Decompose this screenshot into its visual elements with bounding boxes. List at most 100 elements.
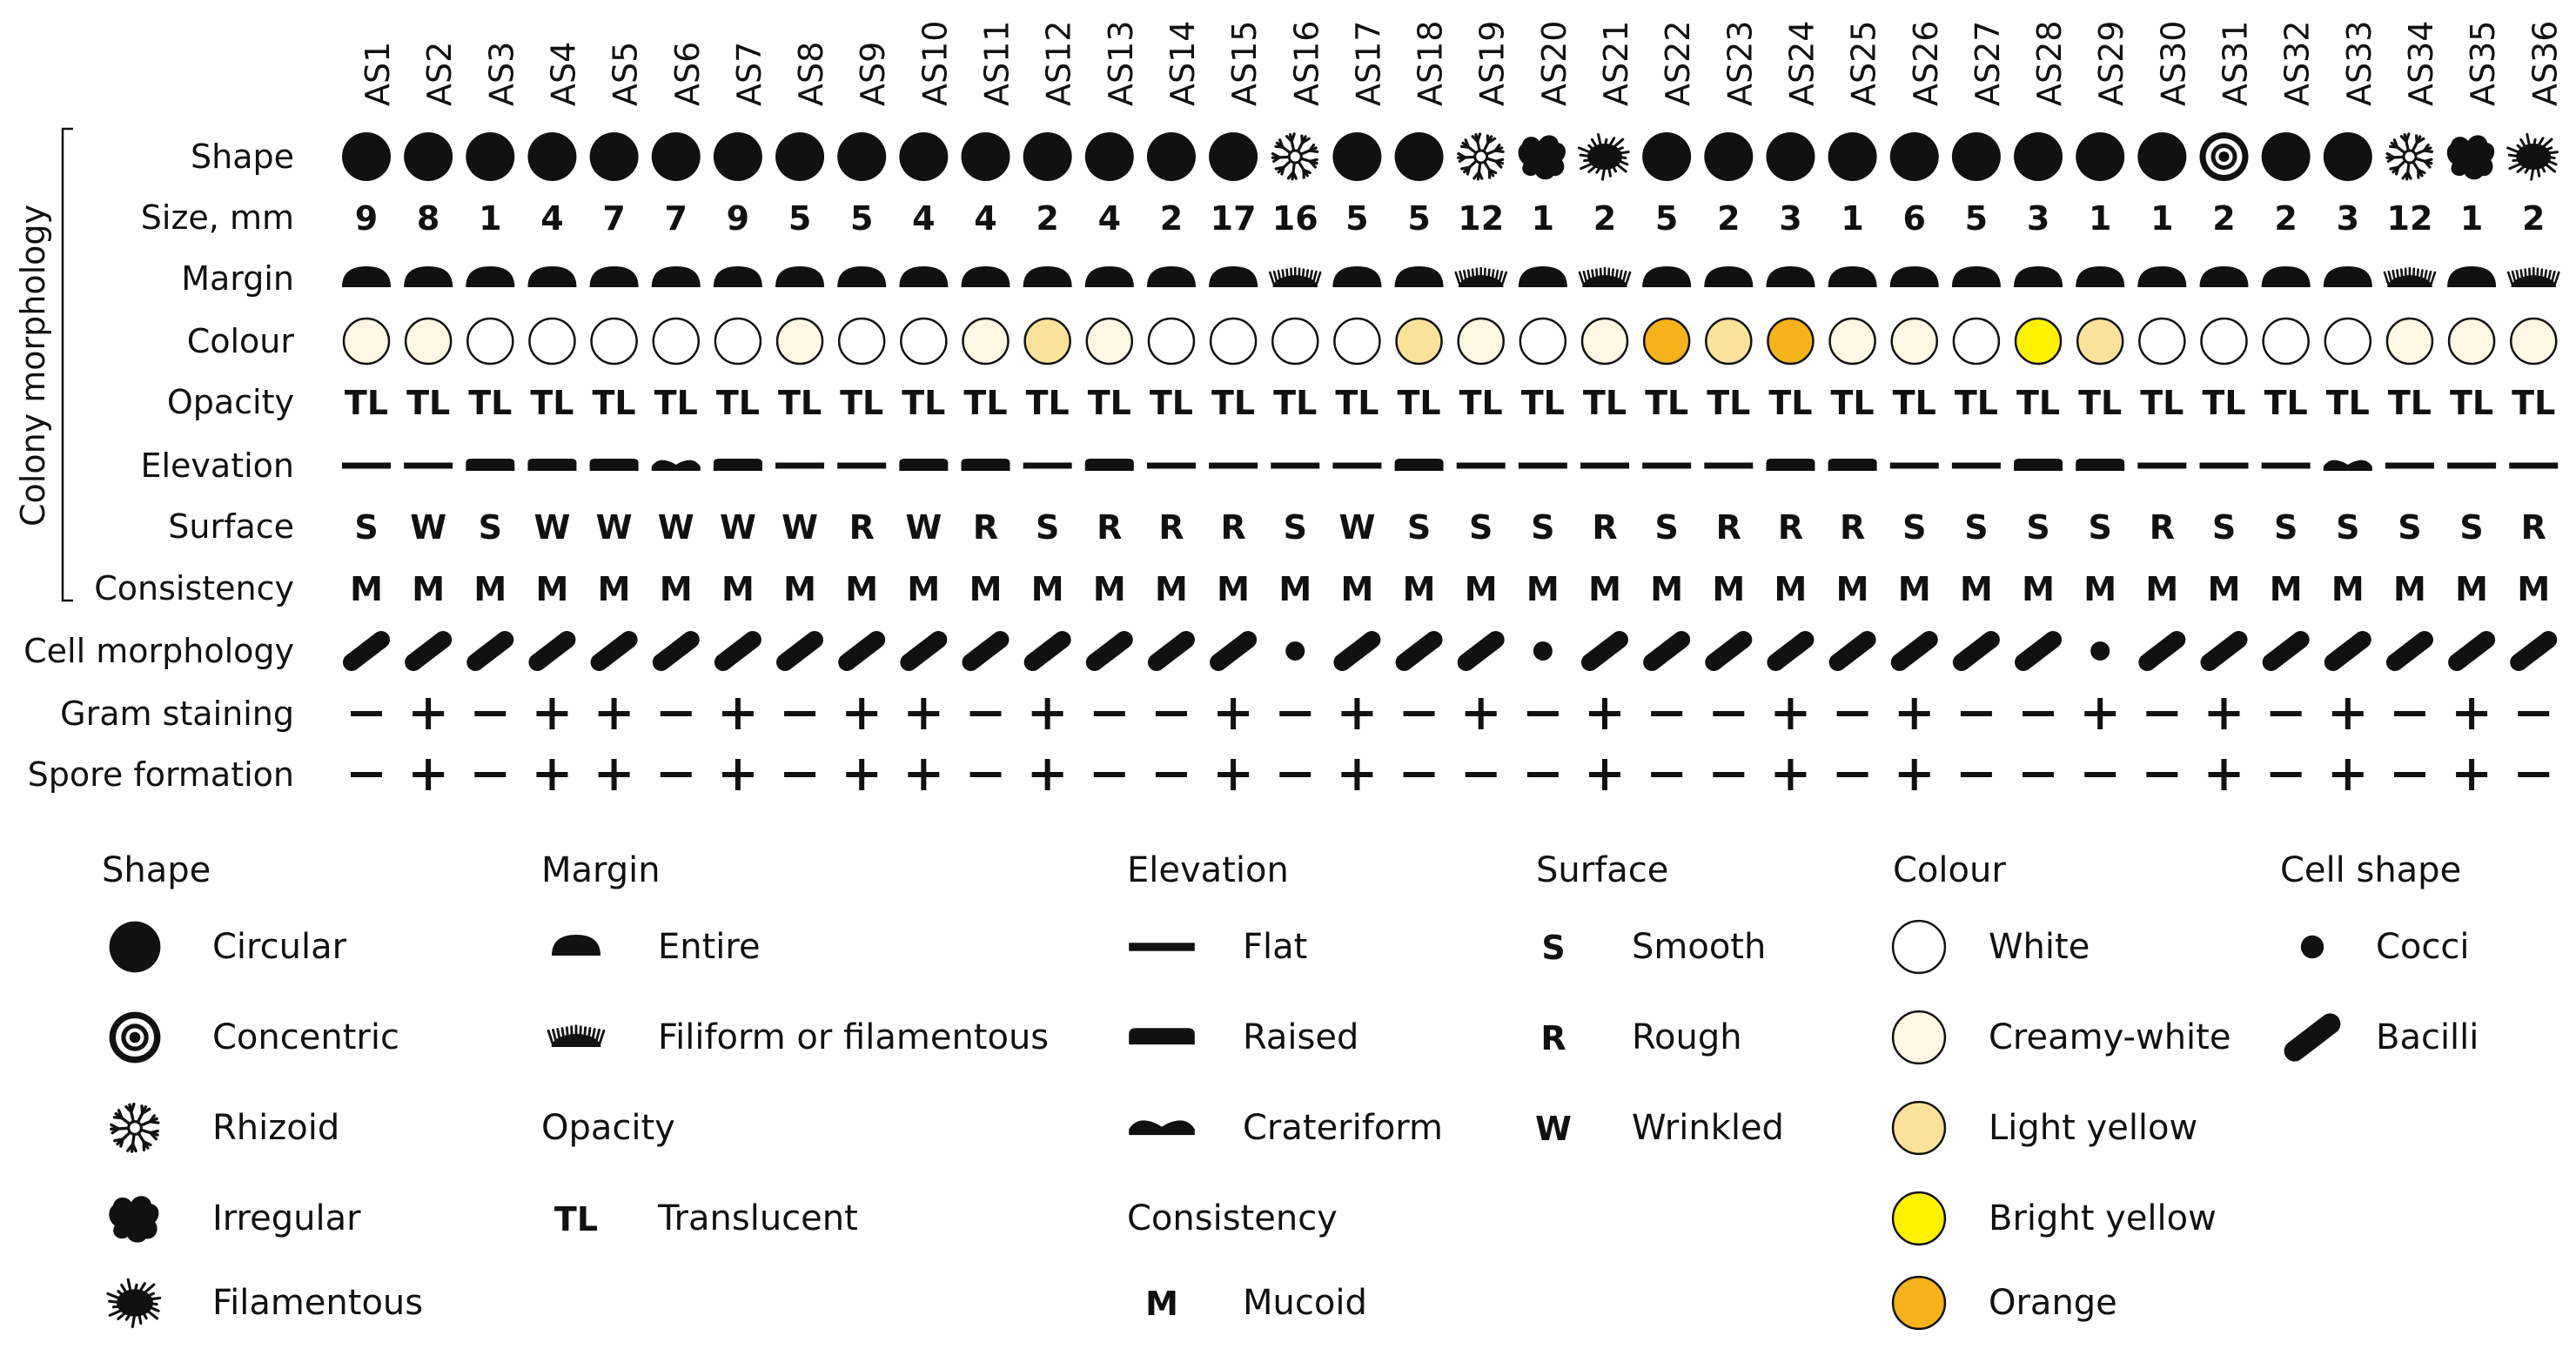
legend-title-elevation: Elevation (1127, 850, 1289, 890)
size-cell-11: 4 (974, 199, 996, 238)
legend-item-cell-bacilli: Bacilli (2284, 1013, 2479, 1062)
row-label-shape: Shape (191, 138, 294, 176)
elevation-mark-28 (2014, 459, 2063, 471)
strain-header-as25: AS25 (1845, 21, 1883, 106)
shape-mark-9 (837, 132, 887, 181)
strain-header-as2: AS2 (420, 42, 459, 106)
gram-mark-14 (1155, 711, 1187, 716)
shape-mark-21 (1577, 132, 1630, 181)
legend-symbol-surface-W: W (1535, 1110, 1572, 1148)
cell-mark-7 (714, 631, 761, 671)
surface-cell-18: S (1407, 508, 1431, 547)
size-cell-1: 9 (355, 199, 378, 238)
surface-cell-14: R (1158, 508, 1184, 547)
surface-cell-28: S (2026, 508, 2049, 547)
shape-mark-15 (1209, 132, 1258, 181)
spore-mark-22 (1651, 772, 1683, 777)
surface-cell-36: R (2521, 508, 2546, 547)
legend-icon-creamy-white-icon (1891, 1010, 1947, 1065)
gram-mark-8 (784, 711, 816, 716)
gram-mark-18 (1403, 711, 1435, 716)
elevation-mark-24 (1766, 459, 1815, 471)
cell-mark-19 (1457, 631, 1505, 671)
legend-title-consistency: Consistency (1127, 1198, 1338, 1238)
colour-mark-27 (1952, 317, 2001, 366)
cell-mark-16 (1285, 641, 1305, 661)
surface-cell-35: S (2459, 508, 2483, 547)
elevation-mark-25 (1828, 459, 1877, 471)
gram-mark-28 (2023, 711, 2055, 716)
surface-cell-1: S (354, 508, 378, 547)
margin-mark-8 (775, 266, 825, 287)
margin-mark-9 (837, 266, 887, 287)
gram-mark-29 (2084, 698, 2116, 729)
colour-mark-26 (1890, 317, 1938, 366)
margin-mark-26 (1889, 266, 1939, 287)
gram-mark-1 (351, 711, 382, 716)
opacity-cell-32: TL (2264, 384, 2308, 422)
legend-symbol-surface-R: R (1540, 1019, 1566, 1057)
row-label-gram: Gram staining (60, 695, 294, 733)
legend-title-cell: Cell shape (2280, 850, 2461, 890)
row-cell (343, 631, 2558, 671)
margin-mark-1 (342, 266, 391, 287)
consistency-cell-31: M (2208, 570, 2241, 608)
legend-label-cell-bacilli: Bacilli (2376, 1017, 2479, 1057)
legend-label-surface-W: Wrinkled (1632, 1108, 1784, 1148)
spore-mark-23 (1713, 772, 1745, 777)
elevation-mark-6 (651, 460, 701, 471)
spore-mark-1 (351, 772, 382, 777)
shape-mark-19 (1457, 132, 1505, 181)
shape-mark-10 (899, 132, 949, 181)
gram-mark-32 (2270, 711, 2302, 716)
margin-mark-7 (713, 266, 762, 287)
legend-item-colour-light-yellow: Light yellow (1891, 1100, 2197, 1156)
opacity-cell-20: TL (1521, 384, 1565, 422)
gram-mark-20 (1526, 711, 1559, 716)
opacity-cell-5: TL (593, 384, 636, 422)
size-cell-9: 5 (850, 199, 873, 238)
colour-mark-21 (1580, 317, 1629, 366)
row-label-consistency: Consistency (94, 569, 294, 607)
spore-mark-14 (1155, 772, 1187, 777)
cell-mark-10 (900, 631, 948, 671)
surface-cell-6: W (658, 508, 694, 547)
elevation-mark-12 (1023, 462, 1072, 469)
margin-mark-27 (1951, 266, 2001, 287)
cell-mark-1 (343, 631, 390, 671)
shape-mark-24 (1766, 132, 1815, 181)
cell-mark-3 (466, 631, 514, 671)
elevation-mark-2 (404, 462, 453, 469)
strain-header-as29: AS29 (2092, 21, 2130, 106)
margin-mark-31 (2199, 266, 2249, 287)
consistency-cell-13: M (1093, 570, 1126, 608)
opacity-cell-34: TL (2388, 384, 2432, 422)
consistency-cell-1: M (350, 570, 383, 608)
opacity-cell-22: TL (1645, 384, 1688, 422)
strain-header-as26: AS26 (1907, 21, 1945, 106)
margin-mark-33 (2323, 266, 2372, 287)
margin-mark-2 (404, 266, 453, 287)
cell-mark-13 (1085, 631, 1133, 671)
cell-mark-29 (2090, 641, 2110, 661)
colour-mark-5 (590, 317, 638, 366)
margin-mark-6 (651, 266, 701, 287)
elevation-mark-15 (1209, 462, 1258, 469)
gram-mark-7 (721, 698, 754, 729)
legend-label-shape-circular: Circular (212, 927, 347, 967)
legend-label-colour-bright-yellow: Bright yellow (1989, 1198, 2217, 1238)
surface-cell-22: S (1654, 508, 1678, 547)
colour-mark-24 (1767, 317, 1815, 366)
consistency-cell-33: M (2331, 570, 2365, 608)
cell-mark-28 (2015, 631, 2063, 671)
surface-cell-21: R (1592, 508, 1617, 547)
spore-mark-17 (1341, 759, 1373, 790)
strain-header-as30: AS30 (2154, 21, 2192, 106)
size-cell-30: 1 (2150, 199, 2173, 238)
consistency-cell-8: M (783, 570, 816, 608)
margin-mark-23 (1704, 266, 1754, 287)
cell-mark-22 (1643, 631, 1691, 671)
